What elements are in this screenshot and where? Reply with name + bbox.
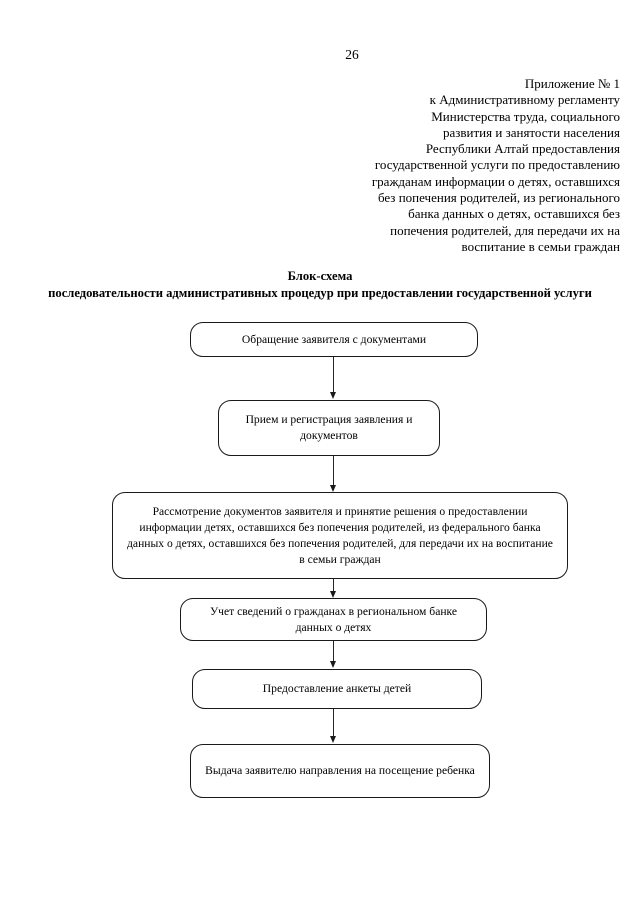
page-title-line-2: последовательности административных проц… — [48, 286, 592, 300]
page-title: Блок-схема последовательности администра… — [0, 268, 640, 302]
appendix-heading-line-1: Приложение № 1 — [524, 76, 620, 91]
flow-node-1-label: Обращение заявителя с документами — [241, 332, 427, 346]
flow-node-citizen-record-regional-bank: Учет сведений о гражданах в региональном… — [180, 598, 487, 641]
appendix-heading-line-6: государственной услуги по предоставлению — [374, 157, 620, 173]
flow-node-document-review-decision: Рассмотрение документов заявителя и прин… — [112, 492, 568, 579]
flow-arrowhead-5-6 — [330, 736, 336, 743]
flow-connector-1-2 — [333, 357, 334, 393]
flow-node-application-submission: Обращение заявителя с документами — [190, 322, 478, 357]
flow-arrowhead-4-5 — [330, 661, 336, 668]
flow-node-4-label: Учет сведений о гражданах в региональном… — [209, 604, 458, 634]
page-title-line-1: Блок-схема — [287, 269, 353, 283]
flow-arrowhead-3-4 — [330, 591, 336, 598]
flow-node-6-label: Выдача заявителю направления на посещени… — [205, 764, 475, 777]
appendix-heading-line-9: банка данных о детях, оставшихся без — [408, 206, 620, 222]
flow-connector-4-5 — [333, 641, 334, 662]
flow-node-provide-child-profile: Предоставление анкеты детей — [192, 669, 482, 709]
flow-arrowhead-2-3 — [330, 485, 336, 492]
flow-node-5-label: Предоставление анкеты детей — [262, 682, 412, 695]
appendix-heading-line-10: попечения родителей, для передачи их на — [390, 222, 620, 238]
page-number: 26 — [345, 47, 359, 62]
appendix-heading-line-4: развития и занятости населения — [443, 124, 620, 140]
appendix-heading-line-8: без попечения родителей, из региональног… — [377, 190, 620, 206]
flow-node-3-label: Рассмотрение документов заявителя и прин… — [127, 504, 553, 566]
flow-connector-5-6 — [333, 709, 334, 737]
flow-arrowhead-1-2 — [330, 392, 336, 399]
flow-node-2-label: Прием и регистрация заявления и документ… — [245, 413, 413, 442]
appendix-heading: Приложение № 1 к Административному регла… — [290, 76, 620, 255]
appendix-heading-line-2: к Административному регламенту — [429, 92, 620, 108]
appendix-heading-line-11: воспитание в семьи граждан — [461, 238, 620, 254]
flow-connector-3-4 — [333, 579, 334, 592]
appendix-heading-line-3: Министерства труда, социального — [431, 108, 620, 124]
appendix-heading-line-7: гражданам информации о детях, оставшихся — [371, 173, 620, 189]
appendix-heading-line-5: Республики Алтай предоставления — [425, 141, 620, 157]
flow-node-receipt-registration: Прием и регистрация заявления и документ… — [218, 400, 440, 456]
flow-connector-2-3 — [333, 456, 334, 486]
flow-node-issue-visit-referral: Выдача заявителю направления на посещени… — [190, 744, 490, 798]
